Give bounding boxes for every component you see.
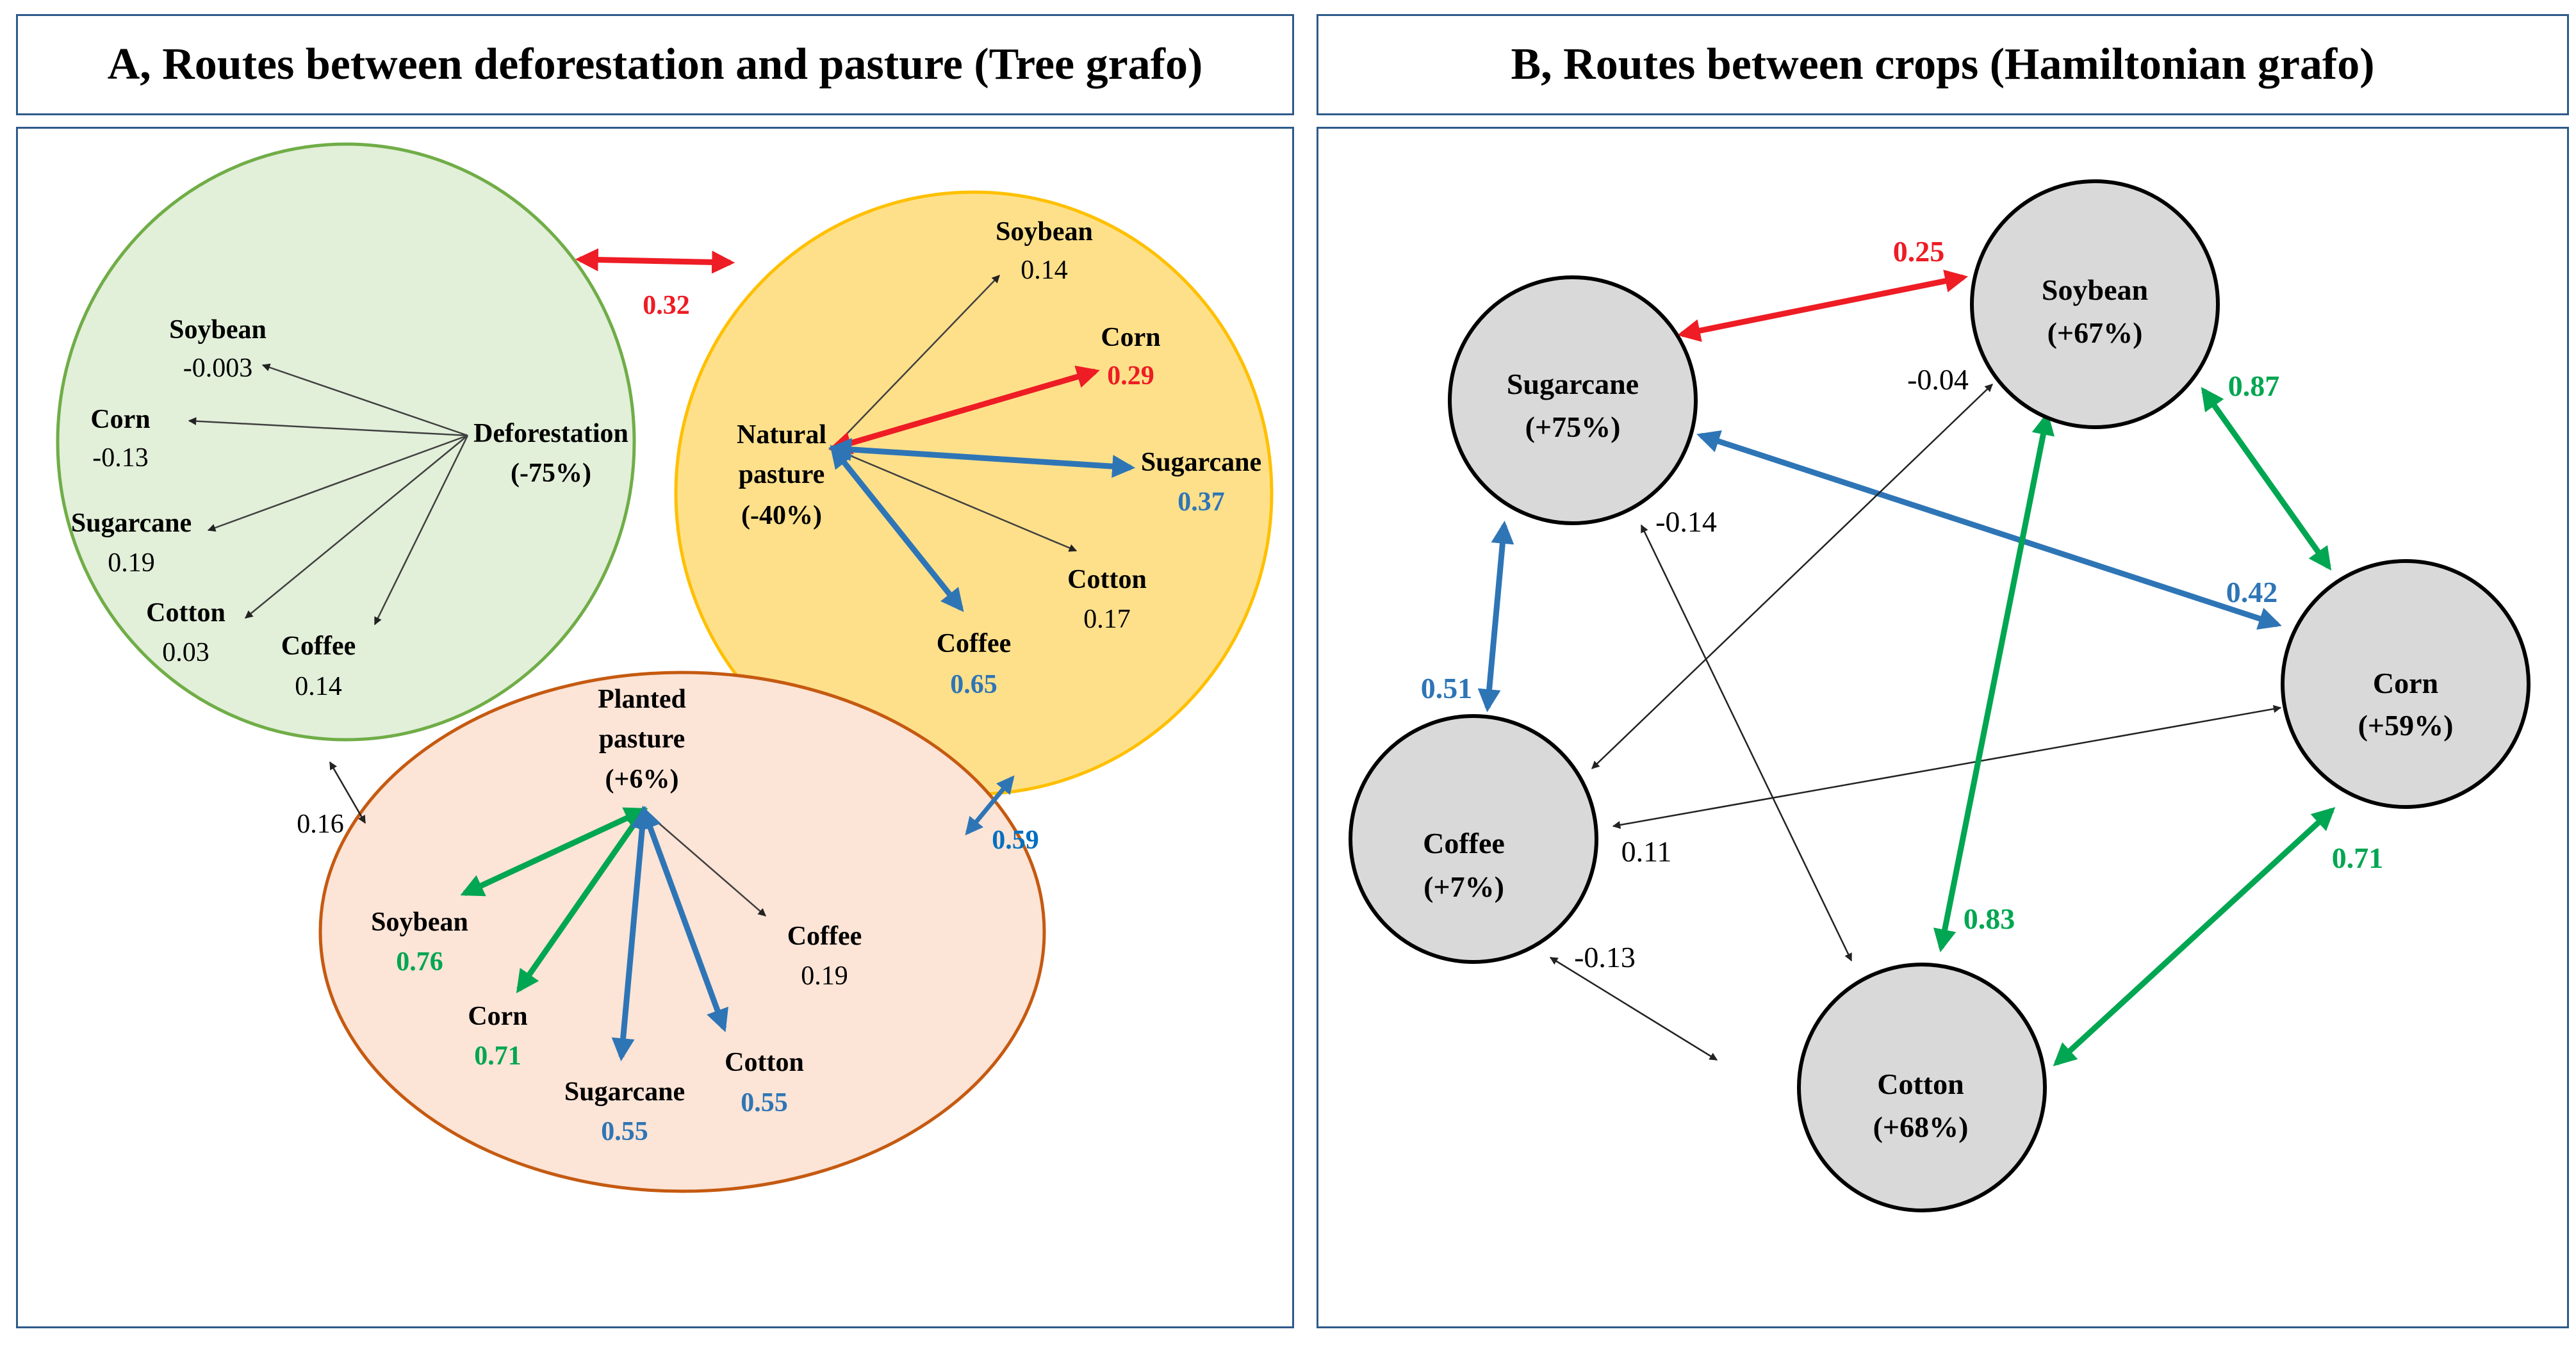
nat-sugarcane-label: Sugarcane — [1141, 448, 1261, 477]
edge-sugarcane-coffee — [1477, 520, 1514, 713]
edge-label-sugarcane-corn: 0.42 — [2226, 576, 2278, 608]
deforestation-label: Deforestation — [473, 419, 628, 448]
nat-cotton-label: Cotton — [1067, 565, 1147, 594]
plant-corn-label: Corn — [468, 1002, 527, 1031]
node-coffee-name: Coffee — [1423, 827, 1505, 859]
plant-corn-value: 0.71 — [474, 1041, 521, 1071]
def-corn-label: Corn — [90, 405, 150, 434]
def-soybean-value: -0.003 — [183, 354, 253, 383]
natural-change: (-40%) — [741, 501, 822, 530]
edge-coffee-cotton — [1549, 956, 1718, 1061]
edge-label-soybean-coffee: -0.04 — [1907, 363, 1969, 396]
deforestation-change: (-75%) — [511, 459, 591, 488]
node-soybean-name: Soybean — [2042, 273, 2148, 306]
plant-coffee-value: 0.19 — [801, 961, 848, 991]
arrow-def-soybean — [261, 363, 468, 437]
plant-sugarcane-value: 0.55 — [601, 1117, 648, 1146]
link-def-nat-arrow — [575, 248, 735, 274]
node-corn-change: (+59%) — [2358, 709, 2454, 742]
plant-sugarcane-label: Sugarcane — [564, 1077, 685, 1107]
natural-label-1: Natural — [737, 420, 826, 450]
plant-coffee-label: Coffee — [787, 922, 862, 951]
node-coffee — [1349, 714, 1598, 964]
node-corn — [2281, 559, 2531, 809]
edge-label-corn-coffee: 0.11 — [1621, 835, 1672, 868]
edge-label-coffee-cotton: -0.13 — [1574, 941, 1636, 973]
nat-soybean-label: Soybean — [996, 217, 1093, 247]
deforestation-group — [56, 142, 636, 742]
arrow-def-corn — [188, 417, 468, 437]
panel-a-title: A, Routes between deforestation and past… — [107, 40, 1203, 89]
def-soybean-label: Soybean — [169, 315, 267, 345]
planted-label-1: Planted — [598, 685, 686, 714]
node-cotton-change: (+68%) — [1873, 1111, 1969, 1143]
arrow-nat-coffee — [830, 444, 964, 612]
arrow-def-cotton — [245, 435, 468, 619]
plant-soybean-value: 0.76 — [396, 947, 443, 977]
node-coffee-change: (+7%) — [1423, 870, 1504, 903]
edge-soybean-cotton — [1933, 411, 2055, 953]
nat-coffee-value: 0.65 — [950, 670, 997, 699]
link-def-plant-arrow — [329, 761, 366, 824]
node-sugarcane-change: (+75%) — [1525, 411, 1621, 443]
edge-label-soybean-corn: 0.87 — [2228, 370, 2280, 402]
link-def-nat-label: 0.32 — [643, 291, 690, 320]
edge-corn-cotton — [2053, 807, 2336, 1066]
arrow-nat-corn — [828, 365, 1100, 455]
plant-soybean-label: Soybean — [371, 908, 468, 937]
link-nat-plant-label: 0.59 — [992, 826, 1039, 855]
edge-corn-coffee — [1612, 705, 2282, 829]
plant-cotton-label: Cotton — [725, 1048, 804, 1077]
def-cotton-value: 0.03 — [162, 638, 209, 667]
panel-b-header: B, Routes between crops (Hamiltonian gra… — [1317, 14, 2569, 115]
arrow-def-sugarcane — [207, 434, 468, 532]
node-cotton — [1797, 963, 2047, 1212]
edge-label-soybean-cotton: 0.83 — [1964, 902, 2015, 935]
edge-sugarcane-corn — [1696, 430, 2282, 630]
def-coffee-label: Coffee — [281, 631, 356, 661]
node-sugarcane — [1448, 275, 1698, 525]
def-sugarcane-label: Sugarcane — [71, 509, 192, 538]
planted-change: (+6%) — [605, 765, 679, 794]
panel-b-title: B, Routes between crops (Hamiltonian gra… — [1511, 40, 2375, 89]
panel-a-header: A, Routes between deforestation and past… — [16, 14, 1294, 115]
edge-sugarcane-cotton — [1640, 524, 1853, 962]
nat-cotton-value: 0.17 — [1083, 605, 1131, 634]
plant-cotton-value: 0.55 — [741, 1088, 788, 1118]
natural-label-2: pasture — [739, 460, 825, 489]
arrow-def-coffee — [373, 435, 469, 626]
nat-corn-value: 0.29 — [1107, 361, 1154, 391]
def-coffee-value: 0.14 — [295, 672, 342, 701]
nat-coffee-label: Coffee — [937, 629, 1012, 658]
planted-label-2: pasture — [599, 724, 685, 754]
link-nat-plant-arrow — [965, 775, 1015, 836]
nat-soybean-value: 0.14 — [1021, 256, 1068, 285]
edge-label-sugarcane-coffee: 0.51 — [1421, 672, 1473, 705]
def-sugarcane-value: 0.19 — [108, 548, 155, 578]
def-corn-value: -0.13 — [92, 443, 149, 473]
edge-soybean-corn — [2201, 387, 2332, 571]
edge-label-sugarcane-soybean: 0.25 — [1893, 235, 1945, 268]
link-def-plant-label: 0.16 — [297, 810, 344, 839]
node-cotton-name: Cotton — [1877, 1068, 1964, 1100]
node-sugarcane-name: Sugarcane — [1507, 368, 1639, 400]
edge-label-corn-cotton: 0.71 — [2332, 842, 2384, 874]
node-soybean — [1970, 179, 2220, 429]
edge-sugarcane-soybean — [1677, 270, 1969, 342]
nat-corn-label: Corn — [1101, 323, 1160, 352]
arrow-plant-cotton — [639, 806, 728, 1032]
nat-sugarcane-value: 0.37 — [1177, 487, 1225, 517]
edge-label-sugarcane-cotton: -0.14 — [1655, 505, 1717, 538]
node-corn-name: Corn — [2373, 667, 2438, 699]
node-soybean-change: (+67%) — [2047, 316, 2143, 349]
def-cotton-label: Cotton — [146, 598, 226, 628]
